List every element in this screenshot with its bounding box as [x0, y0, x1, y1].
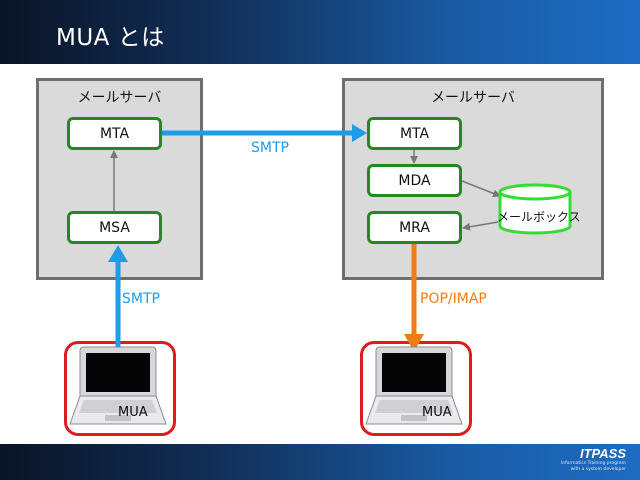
itpass-tagline-1: Informatics Training program — [560, 461, 626, 466]
pop-imap-arrow — [404, 244, 424, 352]
mda-to-mailbox-arrow — [461, 180, 501, 198]
footer-bar — [0, 444, 640, 480]
itpass-logo: ITPASS Informatics Training program with… — [561, 447, 626, 473]
itpass-logo-text: ITPASS — [580, 446, 626, 461]
slide-title: MUA とは — [56, 25, 165, 51]
mailbox-label: メールボックス — [497, 210, 581, 224]
laptop-icon-right — [365, 346, 463, 425]
mda-box-right: MDA — [367, 164, 462, 197]
mta-box-right: MTA — [367, 117, 462, 150]
pop-imap-label: POP/IMAP — [420, 291, 487, 307]
smtp-label-server-to-server: SMTP — [251, 140, 289, 156]
mailbox-to-mra-arrow — [462, 221, 499, 231]
smtp-label-client-submit: SMTP — [122, 291, 160, 307]
mua-label-left: MUA — [118, 405, 148, 420]
header-bar — [0, 0, 640, 64]
smtp-arrow-client-submit — [108, 245, 128, 350]
laptop-icon-left — [69, 346, 167, 425]
mua-label-right: MUA — [422, 405, 452, 420]
smtp-arrow-server-to-server — [162, 124, 367, 142]
mail-server-left-title: メールサーバ — [77, 90, 162, 106]
mail-server-left: メールサーバ — [36, 78, 203, 280]
mra-box-right: MRA — [367, 211, 462, 244]
mta-box-left: MTA — [67, 117, 162, 150]
mailbox-cylinder-icon — [498, 183, 572, 235]
msa-box-left: MSA — [67, 211, 162, 244]
itpass-tagline-2: with a system developer — [570, 467, 626, 472]
mail-server-right-title: メールサーバ — [431, 90, 515, 106]
